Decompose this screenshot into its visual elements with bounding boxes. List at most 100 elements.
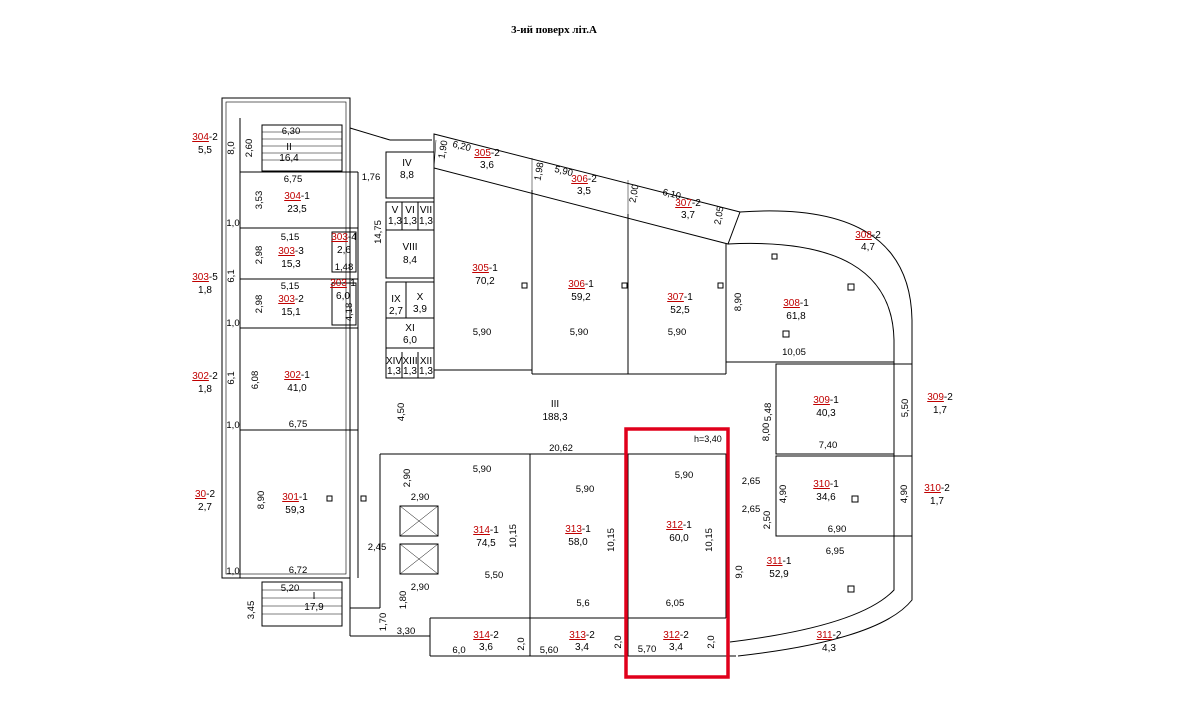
svg-text:52,9: 52,9: [769, 569, 789, 580]
svg-text:17,9: 17,9: [304, 602, 324, 613]
svg-text:IX: IX: [391, 294, 401, 305]
svg-text:303-2: 303-2: [278, 294, 304, 305]
svg-text:1,8: 1,8: [198, 384, 212, 395]
dimension: 2,90: [402, 469, 413, 488]
room-label: 303-51,8: [192, 272, 218, 296]
svg-text:60,0: 60,0: [669, 533, 689, 544]
svg-text:41,0: 41,0: [287, 383, 307, 394]
room-label: X3,9: [413, 292, 427, 315]
svg-text:313-1: 313-1: [565, 524, 591, 535]
svg-text:304-2: 304-2: [192, 132, 218, 143]
svg-text:1,3: 1,3: [419, 216, 433, 227]
dimension: 4,18: [344, 303, 355, 322]
room-label: 306-159,2: [568, 279, 594, 303]
dimension: 2,98: [254, 246, 265, 265]
svg-text:307-1: 307-1: [667, 292, 693, 303]
dimension: 8,90: [256, 491, 267, 510]
svg-text:30-2: 30-2: [195, 489, 215, 500]
svg-text:15,3: 15,3: [281, 259, 301, 270]
svg-text:VII: VII: [420, 205, 432, 216]
dimension: 14,75: [373, 220, 384, 244]
dimension: 5,90: [675, 470, 694, 481]
walls: [221, 97, 913, 657]
room-label: 314-1 74,5: [473, 525, 499, 549]
svg-text:307-2: 307-2: [675, 198, 701, 209]
dimension: 1,0: [226, 566, 239, 577]
svg-text:1,3: 1,3: [388, 216, 402, 227]
svg-text:313-2: 313-2: [569, 630, 595, 641]
dimension: 2,98: [254, 295, 265, 314]
dimension: 1,0: [226, 318, 239, 329]
room-label: 306-23,5: [571, 174, 597, 197]
svg-text:303-3: 303-3: [278, 246, 304, 257]
svg-text:2,7: 2,7: [198, 502, 212, 513]
svg-text:3,6: 3,6: [479, 642, 493, 653]
svg-text:1,7: 1,7: [933, 405, 947, 416]
height-note: h=3,40: [694, 434, 722, 444]
svg-text:2,7: 2,7: [389, 306, 403, 317]
dimension: 1,0: [226, 218, 239, 229]
svg-text:74,5: 74,5: [476, 538, 496, 549]
dimension: 4,90: [899, 485, 910, 504]
svg-text:VIII: VIII: [402, 242, 417, 253]
room-label: 310-2 1,7: [924, 483, 950, 507]
dimension: 5,90: [473, 464, 492, 475]
svg-text:3,9: 3,9: [413, 304, 427, 315]
svg-text:302-2: 302-2: [192, 371, 218, 382]
svg-text:1,3: 1,3: [403, 216, 417, 227]
svg-text:303-4: 303-4: [331, 232, 357, 243]
dimension: 1,76: [362, 172, 381, 183]
svg-text:310-2: 310-2: [924, 483, 950, 494]
dimension: 2,0: [516, 637, 527, 650]
svg-text:306-2: 306-2: [571, 174, 597, 185]
dimension: 2,50: [762, 511, 773, 530]
room-label: V1,3: [388, 205, 402, 227]
dimension: 2,0: [613, 635, 624, 648]
room-label: XI6,0: [403, 323, 417, 346]
room-label: 305-23,6: [474, 148, 500, 171]
room-label: VI1,3: [403, 205, 417, 227]
svg-text:I: I: [313, 591, 316, 602]
svg-text:1,3: 1,3: [403, 366, 417, 377]
room-label: 309-140,3: [813, 395, 839, 419]
room-label: 310-134,6: [813, 479, 839, 503]
dimension: 2,00: [628, 184, 642, 204]
svg-text:1,7: 1,7: [930, 496, 944, 507]
dimension: 5,48: [763, 403, 774, 422]
room-label: 311-24,3: [817, 630, 842, 654]
room-label: 30-2 2,7: [195, 489, 215, 513]
svg-text:16,4: 16,4: [279, 153, 299, 164]
dimension: 6,95: [826, 546, 845, 557]
room-label: 308-24,7: [855, 230, 881, 253]
room-label: IV8,8: [400, 158, 414, 181]
dimension: 4,50: [396, 403, 407, 422]
room-label: 314-23,6: [473, 630, 499, 653]
svg-text:310-1: 310-1: [813, 479, 839, 490]
svg-text:23,5: 23,5: [287, 204, 307, 215]
dimension: 5,6: [576, 598, 589, 609]
svg-text:303-5: 303-5: [192, 272, 218, 283]
room-label: 304-123,5: [284, 191, 310, 215]
dimension: 5,90: [473, 327, 492, 338]
svg-text:3,5: 3,5: [577, 186, 591, 197]
plan-title: 3-ий поверх літ.А: [511, 24, 597, 36]
dimension: 2,90: [411, 492, 430, 503]
svg-text:1,3: 1,3: [419, 366, 433, 377]
dimension: 5,70: [638, 644, 657, 655]
svg-text:XII: XII: [420, 356, 432, 367]
svg-text:6,0: 6,0: [403, 335, 417, 346]
room-label: 303-215,1: [278, 294, 304, 318]
dimension: 6,08: [250, 371, 261, 390]
svg-text:59,3: 59,3: [285, 505, 305, 516]
svg-text:312-1: 312-1: [666, 520, 692, 531]
svg-text:314-1: 314-1: [473, 525, 499, 536]
room-label: 309-21,7: [927, 392, 953, 416]
dimension: 7,40: [819, 440, 838, 451]
dimension: 6,72: [289, 565, 308, 576]
room-label: 301-159,3: [282, 492, 308, 516]
room-label: 303-3 15,3: [278, 246, 304, 270]
dimension: 2,0: [706, 635, 717, 648]
